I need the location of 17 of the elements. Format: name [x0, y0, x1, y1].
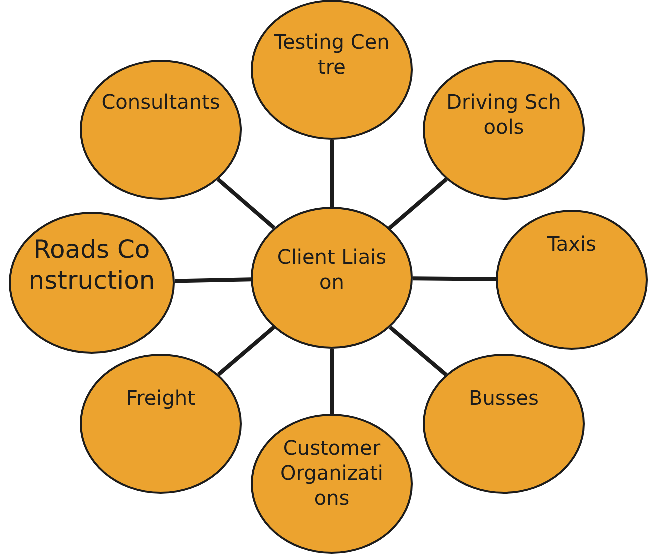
- connector-line: [388, 326, 448, 376]
- node-label: Consultants: [101, 90, 221, 115]
- node-label: Customer Organizations: [280, 436, 384, 511]
- node-label: Driving Schools: [446, 90, 562, 140]
- node-label: Roads Construction: [28, 234, 156, 296]
- node-label: Freight: [126, 386, 196, 411]
- connector-line: [330, 140, 334, 207]
- node-label: Taxis: [546, 232, 598, 257]
- node-label: Busses: [468, 386, 540, 411]
- connector-line: [174, 278, 252, 284]
- connector-line: [330, 349, 334, 414]
- node-label: Testing Centre: [273, 30, 391, 80]
- node-label: Client Liaison: [276, 245, 388, 295]
- connector-line: [412, 276, 496, 282]
- connector-line: [217, 326, 276, 376]
- connector-line: [388, 178, 448, 230]
- connector-line: [216, 178, 276, 230]
